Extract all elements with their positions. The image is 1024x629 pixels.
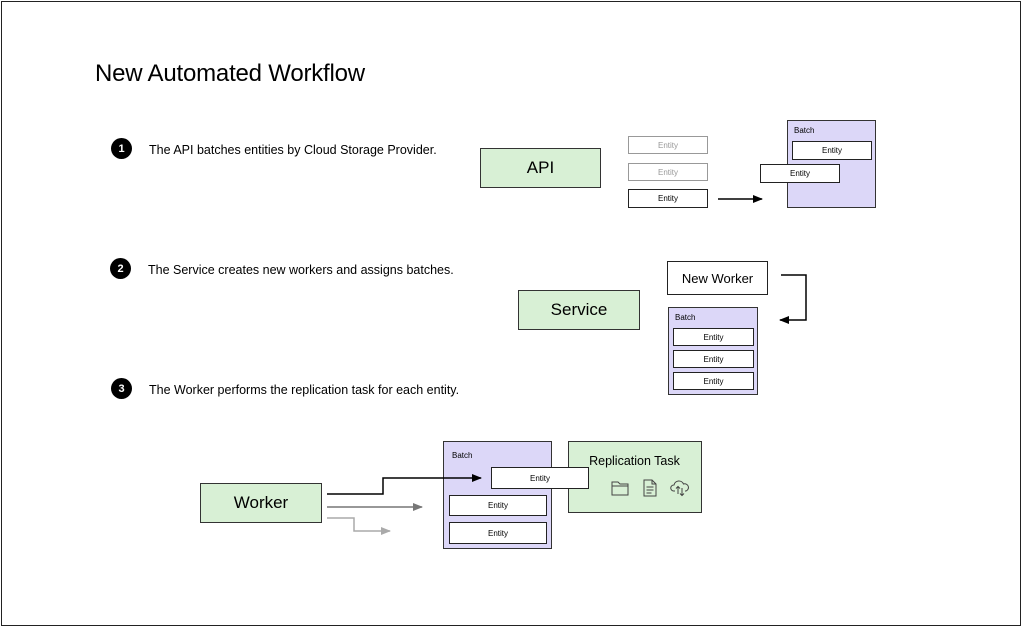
batch-entity: Entity bbox=[673, 372, 754, 390]
step-3-text: The Worker performs the replication task… bbox=[149, 383, 460, 397]
service-box: Service bbox=[518, 290, 640, 330]
api-box: API bbox=[480, 148, 601, 188]
arrow-worker-to-batch bbox=[779, 274, 807, 324]
step-2-text: The Service creates new workers and assi… bbox=[148, 263, 454, 277]
replication-task-box: Replication Task bbox=[568, 441, 702, 513]
new-worker-box: New Worker bbox=[667, 261, 768, 295]
step-1-text: The API batches entities by Cloud Storag… bbox=[149, 143, 437, 157]
entity-faded-2: Entity bbox=[628, 163, 708, 181]
step-3-badge: 3 bbox=[111, 378, 132, 399]
batch-entity: Entity bbox=[449, 495, 547, 516]
arrow-worker-to-entity bbox=[327, 474, 482, 495]
batch-entity: Entity bbox=[673, 350, 754, 368]
step-2-badge: 2 bbox=[110, 258, 131, 279]
active-entity: Entity bbox=[491, 467, 589, 489]
batch-entity: Entity bbox=[792, 141, 872, 160]
folder-icon bbox=[611, 481, 629, 496]
worker-box: Worker bbox=[200, 483, 322, 523]
cloud-sync-icon bbox=[670, 480, 689, 497]
batch-label: Batch bbox=[452, 451, 473, 460]
page-title: New Automated Workflow bbox=[95, 60, 365, 87]
replication-task-label: Replication Task bbox=[589, 454, 680, 468]
batch-label: Batch bbox=[675, 313, 696, 322]
entity-active: Entity bbox=[628, 189, 708, 208]
entity-faded-1: Entity bbox=[628, 136, 708, 154]
step-1-badge: 1 bbox=[111, 138, 132, 159]
arrow-worker-later bbox=[327, 517, 391, 535]
batch-entity: Entity bbox=[673, 328, 754, 346]
batch-entity: Entity bbox=[449, 522, 547, 544]
batch-label: Batch bbox=[794, 126, 815, 135]
batch-entity-incoming: Entity bbox=[760, 164, 840, 183]
document-icon bbox=[643, 479, 657, 497]
